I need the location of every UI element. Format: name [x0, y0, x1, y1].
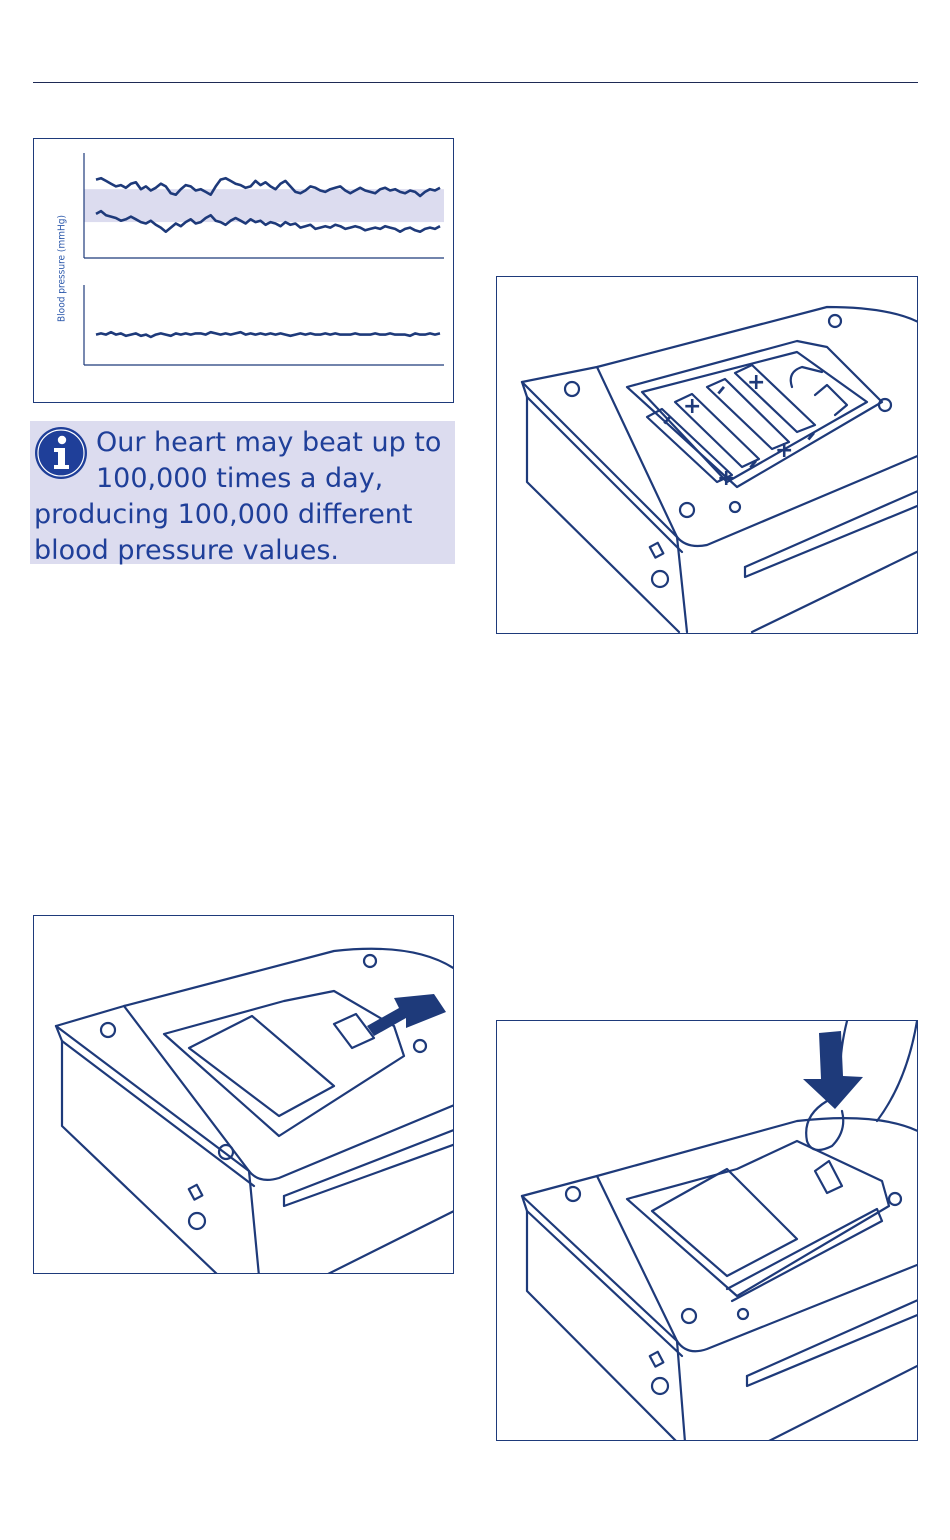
- battery-compartment-figure: – + – + + – + –: [496, 276, 918, 634]
- series-line-panel2-1: [96, 332, 440, 337]
- svg-text:+: +: [747, 370, 765, 395]
- svg-text:+: +: [717, 466, 735, 491]
- svg-text:+: +: [683, 394, 701, 419]
- chart-svg: [34, 139, 454, 403]
- info-box: Our heart may beat up to 100,000 times a…: [30, 421, 455, 564]
- battery-cover-slide-figure: [33, 915, 454, 1274]
- info-text: Our heart may beat up to 100,000 times a…: [34, 425, 451, 569]
- battery-cover-press-figure: [496, 1020, 918, 1441]
- svg-text:+: +: [775, 438, 793, 463]
- normal-range-band: [84, 189, 444, 222]
- header-rule: [33, 82, 918, 83]
- blood-pressure-chart: Blood pressure (mmHg): [33, 138, 454, 403]
